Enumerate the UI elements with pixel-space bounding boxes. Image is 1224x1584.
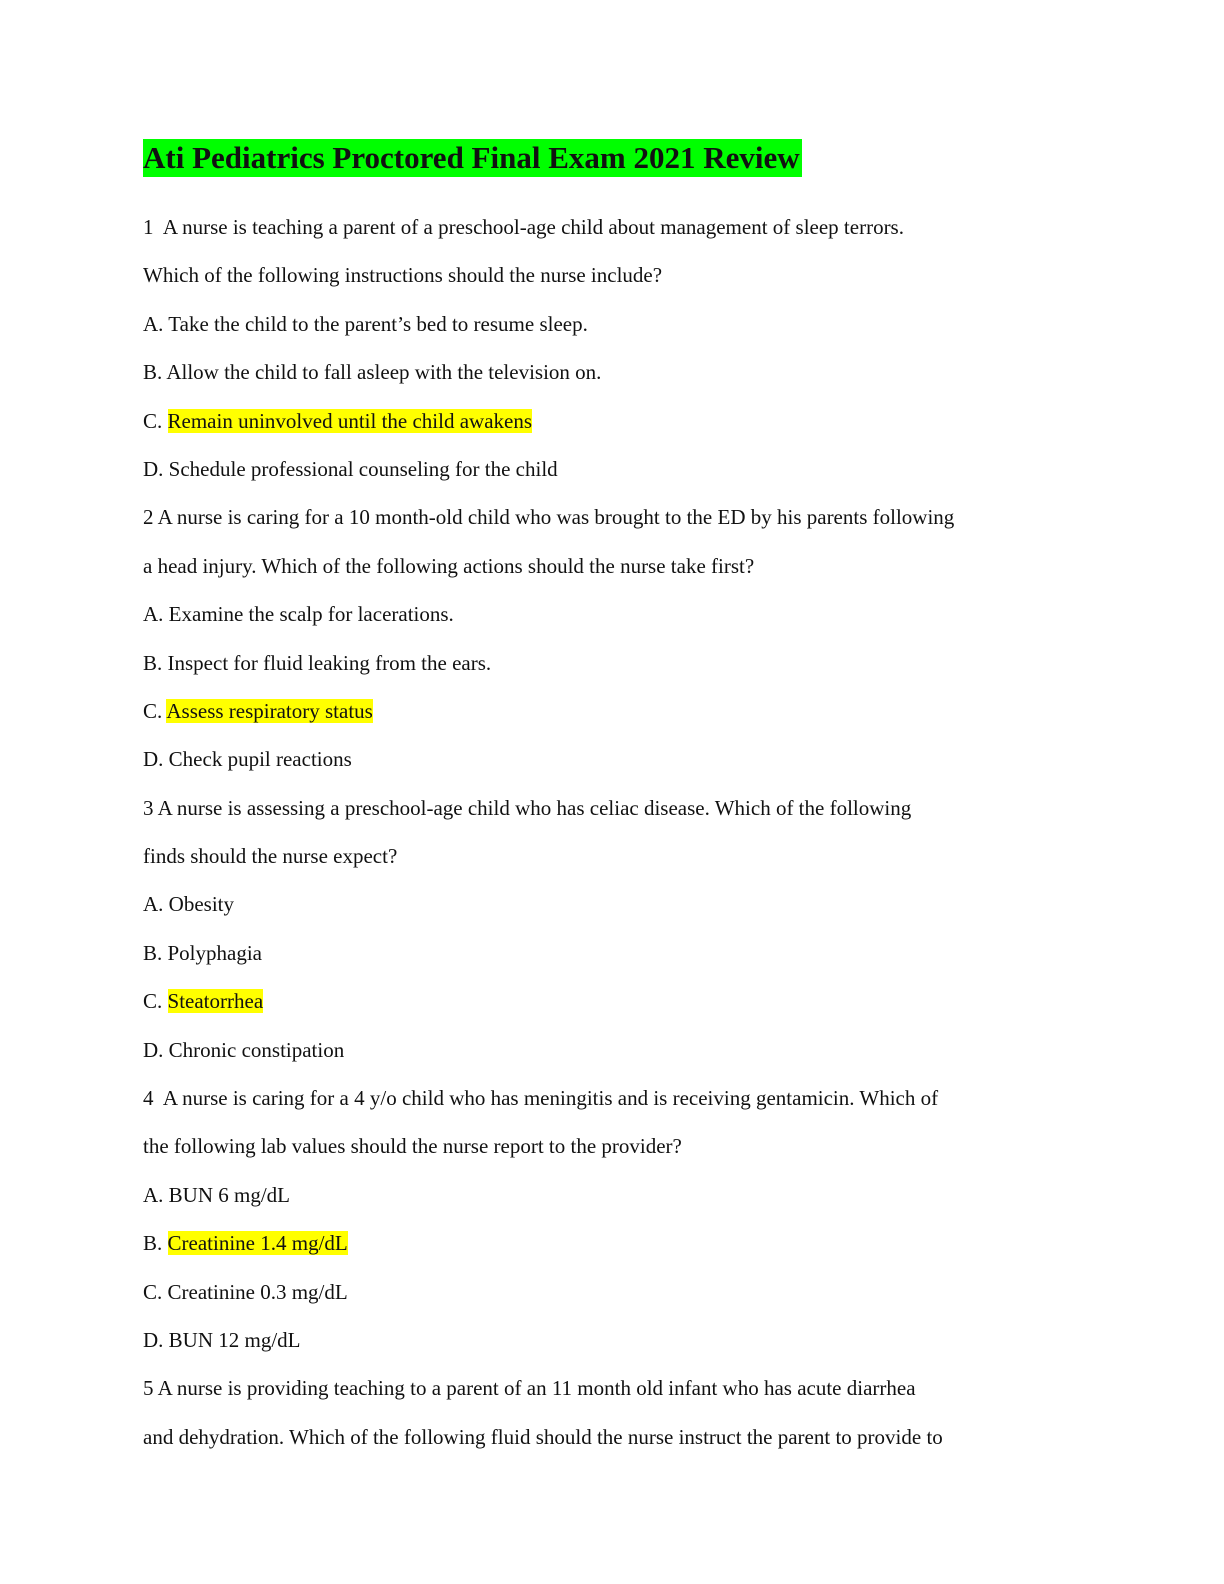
text-line: 4 A nurse is caring for a 4 y/o child wh… [143, 1085, 1043, 1133]
text-line: Which of the following instructions shou… [143, 262, 1043, 310]
text-line: D. Chronic constipation [143, 1037, 1043, 1085]
option-label: C. [143, 698, 167, 723]
line-text: 2 A nurse is caring for a 10 month-old c… [143, 505, 955, 530]
answer-line: C. Assess respiratory status [143, 698, 1043, 746]
line-text: 4 A nurse is caring for a 4 y/o child wh… [143, 1086, 939, 1111]
text-line: the following lab values should the nurs… [143, 1133, 1043, 1181]
text-line: D. Schedule professional counseling for … [143, 456, 1043, 504]
text-line: A. Take the child to the parent’s bed to… [143, 311, 1043, 359]
text-line: B. Polyphagia [143, 940, 1043, 988]
text-line: D. BUN 12 mg/dL [143, 1327, 1043, 1375]
line-text: B. Inspect for fluid leaking from the ea… [143, 650, 492, 675]
highlighted-answer: Assess respiratory status [166, 698, 373, 723]
option-label: C. [143, 989, 168, 1014]
text-line: D. Check pupil reactions [143, 746, 1043, 794]
line-text: A. Examine the scalp for lacerations. [143, 602, 454, 627]
line-text: 1 A nurse is teaching a parent of a pres… [143, 215, 904, 239]
highlighted-answer: Steatorrhea [167, 989, 264, 1014]
highlighted-answer: Creatinine 1.4 mg/dL [167, 1231, 348, 1256]
line-text: D. BUN 12 mg/dL [143, 1327, 301, 1352]
line-text: D. Schedule professional counseling for … [143, 456, 558, 481]
text-line: and dehydration. Which of the following … [143, 1424, 1043, 1472]
line-text: the following lab values should the nurs… [143, 1134, 682, 1159]
text-line: finds should the nurse expect? [143, 843, 1043, 891]
line-text: 5 A nurse is providing teaching to a par… [143, 1376, 916, 1401]
option-label: C. [143, 408, 168, 433]
line-text: A. Take the child to the parent’s bed to… [143, 311, 588, 336]
line-text: finds should the nurse expect? [143, 844, 398, 869]
text-line: 1 A nurse is teaching a parent of a pres… [143, 214, 1043, 262]
highlighted-answer: Remain uninvolved until the child awaken… [167, 408, 533, 433]
line-text: B. Allow the child to fall asleep with t… [143, 360, 602, 385]
line-text: 3 A nurse is assessing a preschool-age c… [143, 795, 912, 820]
option-label: B. [143, 1231, 168, 1256]
line-text: C. Creatinine 0.3 mg/dL [143, 1279, 348, 1304]
question-list: 1 A nurse is teaching a parent of a pres… [143, 214, 1043, 1472]
text-line: C. Creatinine 0.3 mg/dL [143, 1279, 1043, 1327]
answer-line: C. Steatorrhea [143, 988, 1043, 1036]
line-text: A. Obesity [143, 892, 234, 917]
text-line: B. Allow the child to fall asleep with t… [143, 359, 1043, 407]
text-line: A. BUN 6 mg/dL [143, 1182, 1043, 1230]
line-text: and dehydration. Which of the following … [143, 1424, 943, 1449]
line-text: A. BUN 6 mg/dL [143, 1182, 290, 1207]
page-title: Ati Pediatrics Proctored Final Exam 2021… [143, 139, 802, 177]
text-line: A. Examine the scalp for lacerations. [143, 601, 1043, 649]
line-text: D. Chronic constipation [143, 1037, 345, 1062]
line-text: a head injury. Which of the following ac… [143, 553, 755, 578]
line-text: B. Polyphagia [143, 940, 262, 965]
answer-line: B. Creatinine 1.4 mg/dL [143, 1230, 1043, 1278]
text-line: 3 A nurse is assessing a preschool-age c… [143, 795, 1043, 843]
title-block: Ati Pediatrics Proctored Final Exam 2021… [143, 139, 802, 177]
answer-line: C. Remain uninvolved until the child awa… [143, 408, 1043, 456]
text-line: A. Obesity [143, 891, 1043, 939]
text-line: 2 A nurse is caring for a 10 month-old c… [143, 504, 1043, 552]
text-line: 5 A nurse is providing teaching to a par… [143, 1375, 1043, 1423]
text-line: B. Inspect for fluid leaking from the ea… [143, 650, 1043, 698]
line-text: D. Check pupil reactions [143, 747, 352, 772]
line-text: Which of the following instructions shou… [143, 263, 663, 288]
text-line: a head injury. Which of the following ac… [143, 553, 1043, 601]
